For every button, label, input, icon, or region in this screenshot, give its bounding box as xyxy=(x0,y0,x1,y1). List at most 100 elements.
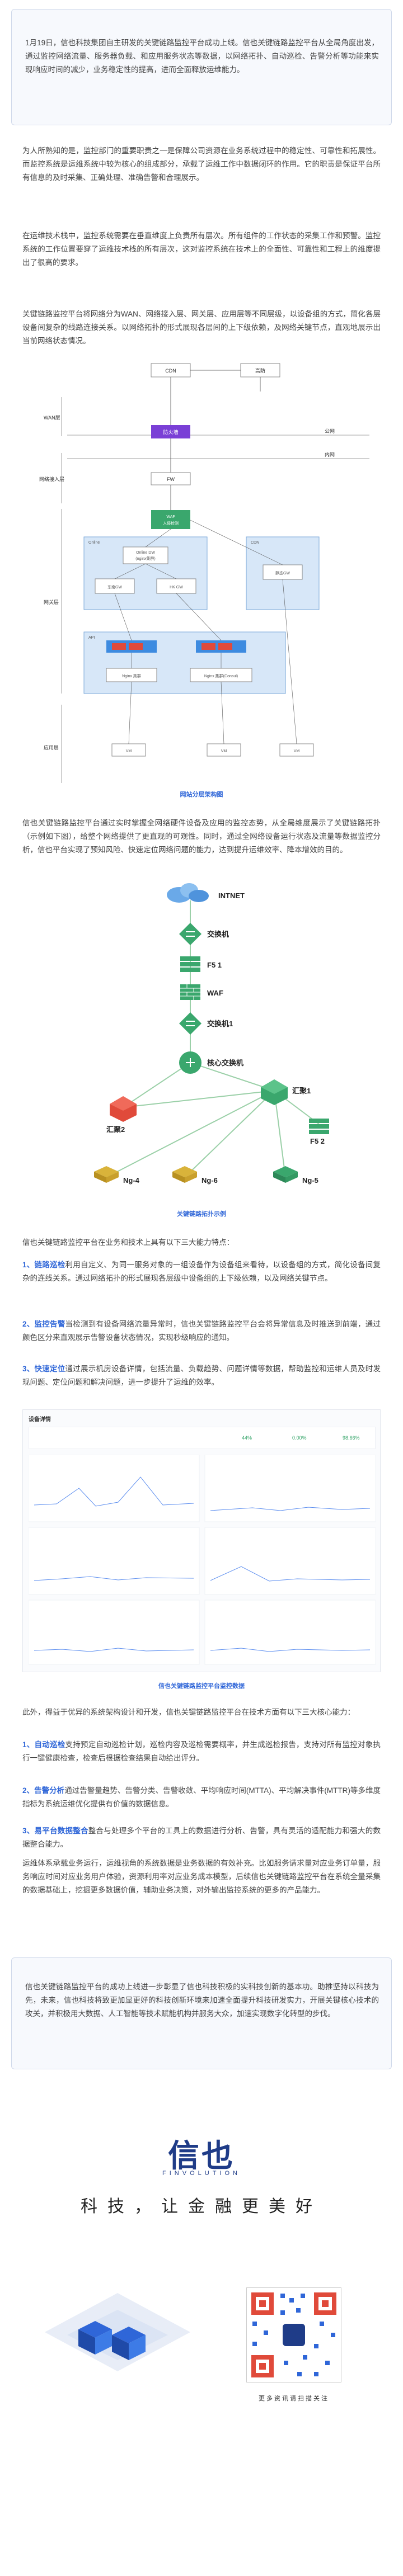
f5-1-label: F5 1 xyxy=(207,961,222,969)
ng-6-label: Ng-6 xyxy=(202,1176,218,1185)
ng-6-icon xyxy=(172,1166,197,1183)
extra-2-body: 通过告警量趋势、告警分类、告警收敛、平均响应时间(MTTA)、平均解决事件(MT… xyxy=(22,1786,381,1808)
gwb-label: HK GW xyxy=(170,586,183,589)
dashboard-stats-bar: 44% 0.00% 98.66% xyxy=(29,1427,376,1449)
background-paragraph-2: 在运维技术栈中，监控系统需要在垂直维度上负责所有层次。所有组件的工作状态的采集工… xyxy=(22,232,381,267)
feature-2-title: 2、监控告警 xyxy=(22,1320,65,1328)
qr-caption: 更多资讯请扫描关注 xyxy=(259,2395,329,2402)
cdn-node xyxy=(151,363,191,378)
core-switch-icon xyxy=(179,1051,202,1074)
topology-paragraph: 信也关键链路监控平台通过实时掌握全网络硬件设备及应用的监控态势，从全局维度展示了… xyxy=(22,819,381,854)
layer-labels: WAN层 网络接入层 网关层 应用层 xyxy=(39,397,64,783)
ng-4-label: Ng-4 xyxy=(123,1176,140,1185)
isometric-illustration xyxy=(45,2293,190,2371)
extra-3-title: 3、易平台数据整合 xyxy=(22,1827,88,1835)
online-dw-node xyxy=(123,546,168,564)
feature-3-title: 3、快速定位 xyxy=(22,1365,65,1373)
qr-code-icon xyxy=(251,2292,336,2377)
background-paragraph-1: 为人所熟知的是，监控部门的重要职责之一是保障公司资源在业务系统过程中的稳定性、可… xyxy=(22,147,381,182)
dashboard-charts xyxy=(29,1455,376,1665)
extra-paragraph-2: 运维体系承载业务运行，运维视角的系统数据是业务数据的有效补充。比如服务请求量对应… xyxy=(22,1859,381,1894)
wafl2-label: 入侵检测 xyxy=(163,521,179,526)
topology-caption: 关键链路拓扑示例 xyxy=(177,1211,226,1218)
architecture-caption: 网站分层架构图 xyxy=(180,791,223,798)
feature-3-body: 通过展示机房设备详情，包括流量、负载趋势、问题详情等数据，帮助监控和运维人员及时… xyxy=(22,1365,381,1386)
fwt-label: 防火墙 xyxy=(163,429,178,435)
nginx-cluster-b xyxy=(190,668,252,682)
aggregation-1-label: 汇聚1 xyxy=(292,1087,311,1095)
layer-label-app: 应用层 xyxy=(44,744,59,751)
extra-intro: 此外，得益于优异的系统架构设计和开发，信也关键链路监控平台在技术方面有以下三大核… xyxy=(22,1708,355,1716)
gwa-label: 东南GW xyxy=(107,584,122,589)
onl-label: Online xyxy=(88,541,100,545)
layer-label-wan: WAN层 xyxy=(44,415,60,421)
oni1-label: Online DW xyxy=(136,551,155,555)
intro-paragraph: 1月19日，信也科技集团自主研发的关键链路监控平台成功上线。信也关键链路监控平台… xyxy=(25,39,379,74)
ng-5-icon xyxy=(273,1166,298,1183)
feature-1: 1、链路巡检利用自定义、为同一服务对象的一组设备作为设备组来看待，以设备组的方式… xyxy=(22,1258,381,1285)
stat-2: 0.00% xyxy=(292,1435,307,1441)
closing-paragraph: 信也关键链路监控平台的成功上线进一步彰显了信也科技积极的实科技创新的基本功。助推… xyxy=(25,1983,379,2018)
topA-label: CDN xyxy=(165,368,176,374)
topB-label: 高防 xyxy=(255,367,265,374)
waf-label: WAF xyxy=(207,989,223,997)
dashboard-screenshot: 设备详情 44% 0.00% 98.66% xyxy=(22,1409,381,1672)
core-switch-label: 核心交换机 xyxy=(207,1059,243,1067)
slogan: 科技，让金融更美好 xyxy=(81,2197,322,2216)
switch-1-label: 交换机1 xyxy=(207,1020,233,1028)
background-paragraph-3: 关键链路监控平台将网络分为WAN、网络接入层、网关层、应用层等不同层级，以设备组… xyxy=(22,310,381,345)
aggregation-1-icon xyxy=(261,1079,288,1105)
dashboard-title: 设备详情 xyxy=(29,1417,51,1423)
nginx-cluster-a xyxy=(106,668,157,682)
extra-2: 2、告警分析通过告警量趋势、告警分类、告警收敛、平均响应时间(MTTA)、平均解… xyxy=(22,1784,381,1811)
extra-3-body: 整合与处理多个平台的工具上的数据进行分析、告警，具有灵活的适配能力和强大的数据整… xyxy=(22,1827,381,1848)
architecture-diagram: WAN层 网络接入层 网关层 应用层 CDN 高防 公网 内网 防火墙 FW W… xyxy=(39,363,369,783)
extra-2-title: 2、告警分析 xyxy=(22,1786,65,1795)
extra-1-title: 1、自动巡检 xyxy=(22,1740,65,1749)
ln0-label: 公网 xyxy=(325,428,335,434)
cdni-label: 静态GW xyxy=(275,570,290,575)
features-intro: 信也关键链路监控平台在业务和技术上具有以下三大能力特点： xyxy=(22,1238,234,1247)
intro-box: 1月19日，信也科技集团自主研发的关键链路监控平台成功上线。信也关键链路监控平台… xyxy=(11,9,392,125)
wafl-label: WAF xyxy=(166,515,175,519)
feature-1-body: 利用自定义、为同一服务对象的一组设备作为设备组来看待，以设备组的方式，简化设备间… xyxy=(22,1261,381,1282)
extra-3: 3、易平台数据整合整合与处理多个平台的工具上的数据进行分析、告警，具有灵活的适配… xyxy=(22,1824,381,1851)
extra-1: 1、自动巡检支持预定自动巡检计划，巡检内容及巡检需要概率，并生成巡检报告，支持对… xyxy=(22,1738,381,1765)
aggregation-2-label: 汇聚2 xyxy=(106,1125,125,1134)
extra-1-body: 支持预定自动巡检计划，巡检内容及巡检需要概率，并生成巡检报告，支持对所有监控对象… xyxy=(22,1740,381,1762)
appa-label: VM xyxy=(126,749,132,753)
brand-logo-subtext: FINVOLUTION xyxy=(162,2170,241,2177)
firewall-node xyxy=(151,425,190,438)
layer-label-access: 网络接入层 xyxy=(39,476,64,482)
oni2-label: (nginx集群) xyxy=(135,556,155,561)
gw-b-node xyxy=(156,578,196,594)
fwl-label: FW xyxy=(167,476,175,482)
feature-3: 3、快速定位通过展示机房设备详情，包括流量、负载趋势、问题详情等数据，帮助监控和… xyxy=(22,1362,381,1389)
feature-2: 2、监控告警当检测到有设备网络流量异常时，信也关键链路监控平台会将异常信息及时推… xyxy=(22,1318,381,1344)
topology-diagram: INTNET 交换机 F5 1 WAF 交换机1 核心交 xyxy=(94,883,329,1185)
appb-label: VM xyxy=(221,749,227,753)
waf-firewall-icon xyxy=(180,984,200,1000)
static-gw-node xyxy=(263,564,303,580)
apib-label: Nginx 集群(Consul) xyxy=(204,673,238,678)
switch-label: 交换机 xyxy=(207,930,229,938)
layer-label-gateway: 网关层 xyxy=(44,599,59,605)
appc-label: VM xyxy=(294,749,300,753)
feature-2-body: 当检测到有设备网络流量异常时，信也关键链路监控平台会将异常信息及时推送到前端，通… xyxy=(22,1320,381,1342)
f5-2-label: F5 2 xyxy=(310,1137,325,1145)
cdnl-label: CDN xyxy=(251,541,259,545)
brand-logo-text: 信也 xyxy=(168,2138,235,2173)
stat-3: 98.66% xyxy=(343,1435,360,1441)
stat-1: 44% xyxy=(242,1435,252,1441)
gw-a-node xyxy=(95,578,135,594)
waf-node xyxy=(151,510,190,529)
aggregation-2-icon xyxy=(110,1096,137,1122)
f5-2-server-icon xyxy=(309,1119,329,1134)
f5-server-icon xyxy=(180,956,200,972)
internet-label: INTNET xyxy=(218,891,245,900)
apil-label: API xyxy=(88,636,95,640)
closing-box: 信也关键链路监控平台的成功上线进一步彰显了信也科技积极的实科技创新的基本功。助推… xyxy=(11,1957,392,2069)
ng-4-icon xyxy=(94,1166,119,1183)
apia-label: Nginx 集群 xyxy=(122,673,141,678)
